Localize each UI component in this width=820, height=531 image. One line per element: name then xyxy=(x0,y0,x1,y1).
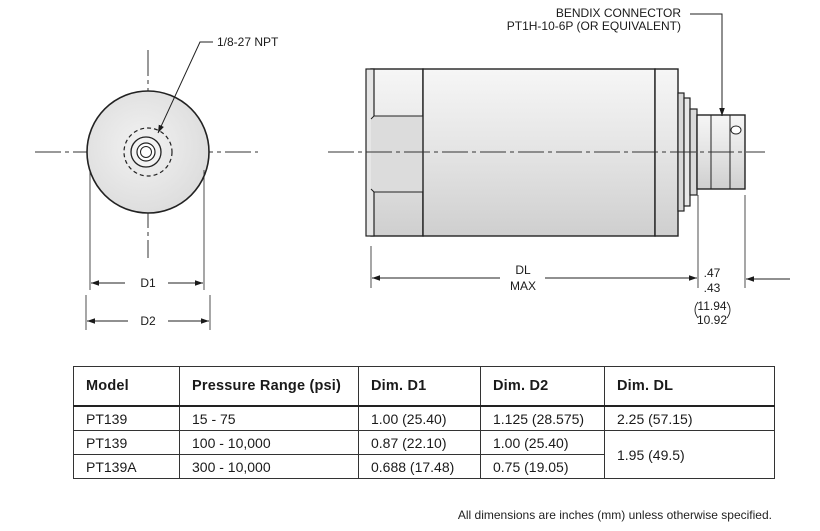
cell-dim-d1: 1.00 (25.40) xyxy=(358,405,481,431)
footnote: All dimensions are inches (mm) unless ot… xyxy=(457,508,772,522)
cell-model: PT139A xyxy=(73,454,180,479)
cell-dim-d1: 0.688 (17.48) xyxy=(358,454,481,479)
npt-leader xyxy=(157,41,213,134)
cell-pressure-range: 300 - 10,000 xyxy=(179,454,359,479)
dim-1194-label: 11.94 xyxy=(697,299,726,313)
cell-dim-d2: 1.125 (28.575) xyxy=(480,405,605,431)
table-row: PT139A 300 - 10,000 0.688 (17.48) 0.75 (… xyxy=(73,454,775,479)
header-dim-d2: Dim. D2 xyxy=(480,366,605,407)
connector-label-2: PT1H-10-6P (OR EQUIVALENT) xyxy=(507,19,681,33)
table-row: PT139 15 - 75 1.00 (25.40) 1.125 (28.575… xyxy=(73,405,775,431)
dim-043-label: .43 xyxy=(704,281,721,295)
cell-dim-dl: 2.25 (57.15) xyxy=(604,405,775,431)
hex-facet xyxy=(370,115,424,193)
dl-label: DL xyxy=(515,263,531,277)
dl-max-label: MAX xyxy=(510,279,536,293)
header-dim-d1: Dim. D1 xyxy=(358,366,481,407)
header-pressure-range: Pressure Range (psi) xyxy=(179,366,359,407)
cell-dim-d1: 0.87 (22.10) xyxy=(358,430,481,455)
cell-pressure-range: 15 - 75 xyxy=(179,405,359,431)
table-row: PT139 100 - 10,000 0.87 (22.10) 1.00 (25… xyxy=(73,430,775,479)
side-view: BENDIX CONNECTOR PT1H-10-6P (OR EQUIVALE… xyxy=(328,6,790,327)
connector-leader xyxy=(690,13,725,116)
end-view-port-hole xyxy=(140,146,152,158)
technical-drawing: 1/8-27 NPT D1 D2 BEN xyxy=(35,6,790,330)
cell-model: PT139 xyxy=(73,405,180,431)
end-view-thread-circle xyxy=(123,127,173,177)
specification-table: Model Pressure Range (psi) Dim. D1 Dim. … xyxy=(73,366,775,479)
header-dim-dl: Dim. DL xyxy=(604,366,775,407)
npt-label: 1/8-27 NPT xyxy=(217,35,279,49)
end-view: 1/8-27 NPT D1 D2 xyxy=(35,35,279,330)
d1-label: D1 xyxy=(140,276,156,290)
cell-dim-d2: 0.75 (19.05) xyxy=(480,454,605,479)
dim-1092-label: 10.92 xyxy=(697,313,727,327)
d2-label: D2 xyxy=(140,314,156,328)
cell-dim-dl-merged: 1.95 (49.5) xyxy=(604,430,775,479)
table-header-row: Model Pressure Range (psi) Dim. D1 Dim. … xyxy=(73,366,775,407)
cell-pressure-range: 100 - 10,000 xyxy=(179,430,359,455)
connector-label-1: BENDIX CONNECTOR xyxy=(556,6,681,20)
dim-047-label: .47 xyxy=(704,266,721,280)
cell-model: PT139 xyxy=(73,430,180,455)
connector-pin-hole xyxy=(730,125,742,135)
paren-right xyxy=(726,301,731,319)
cell-dim-d2: 1.00 (25.40) xyxy=(480,430,605,455)
header-model: Model xyxy=(73,366,180,407)
paren-left xyxy=(694,301,699,319)
